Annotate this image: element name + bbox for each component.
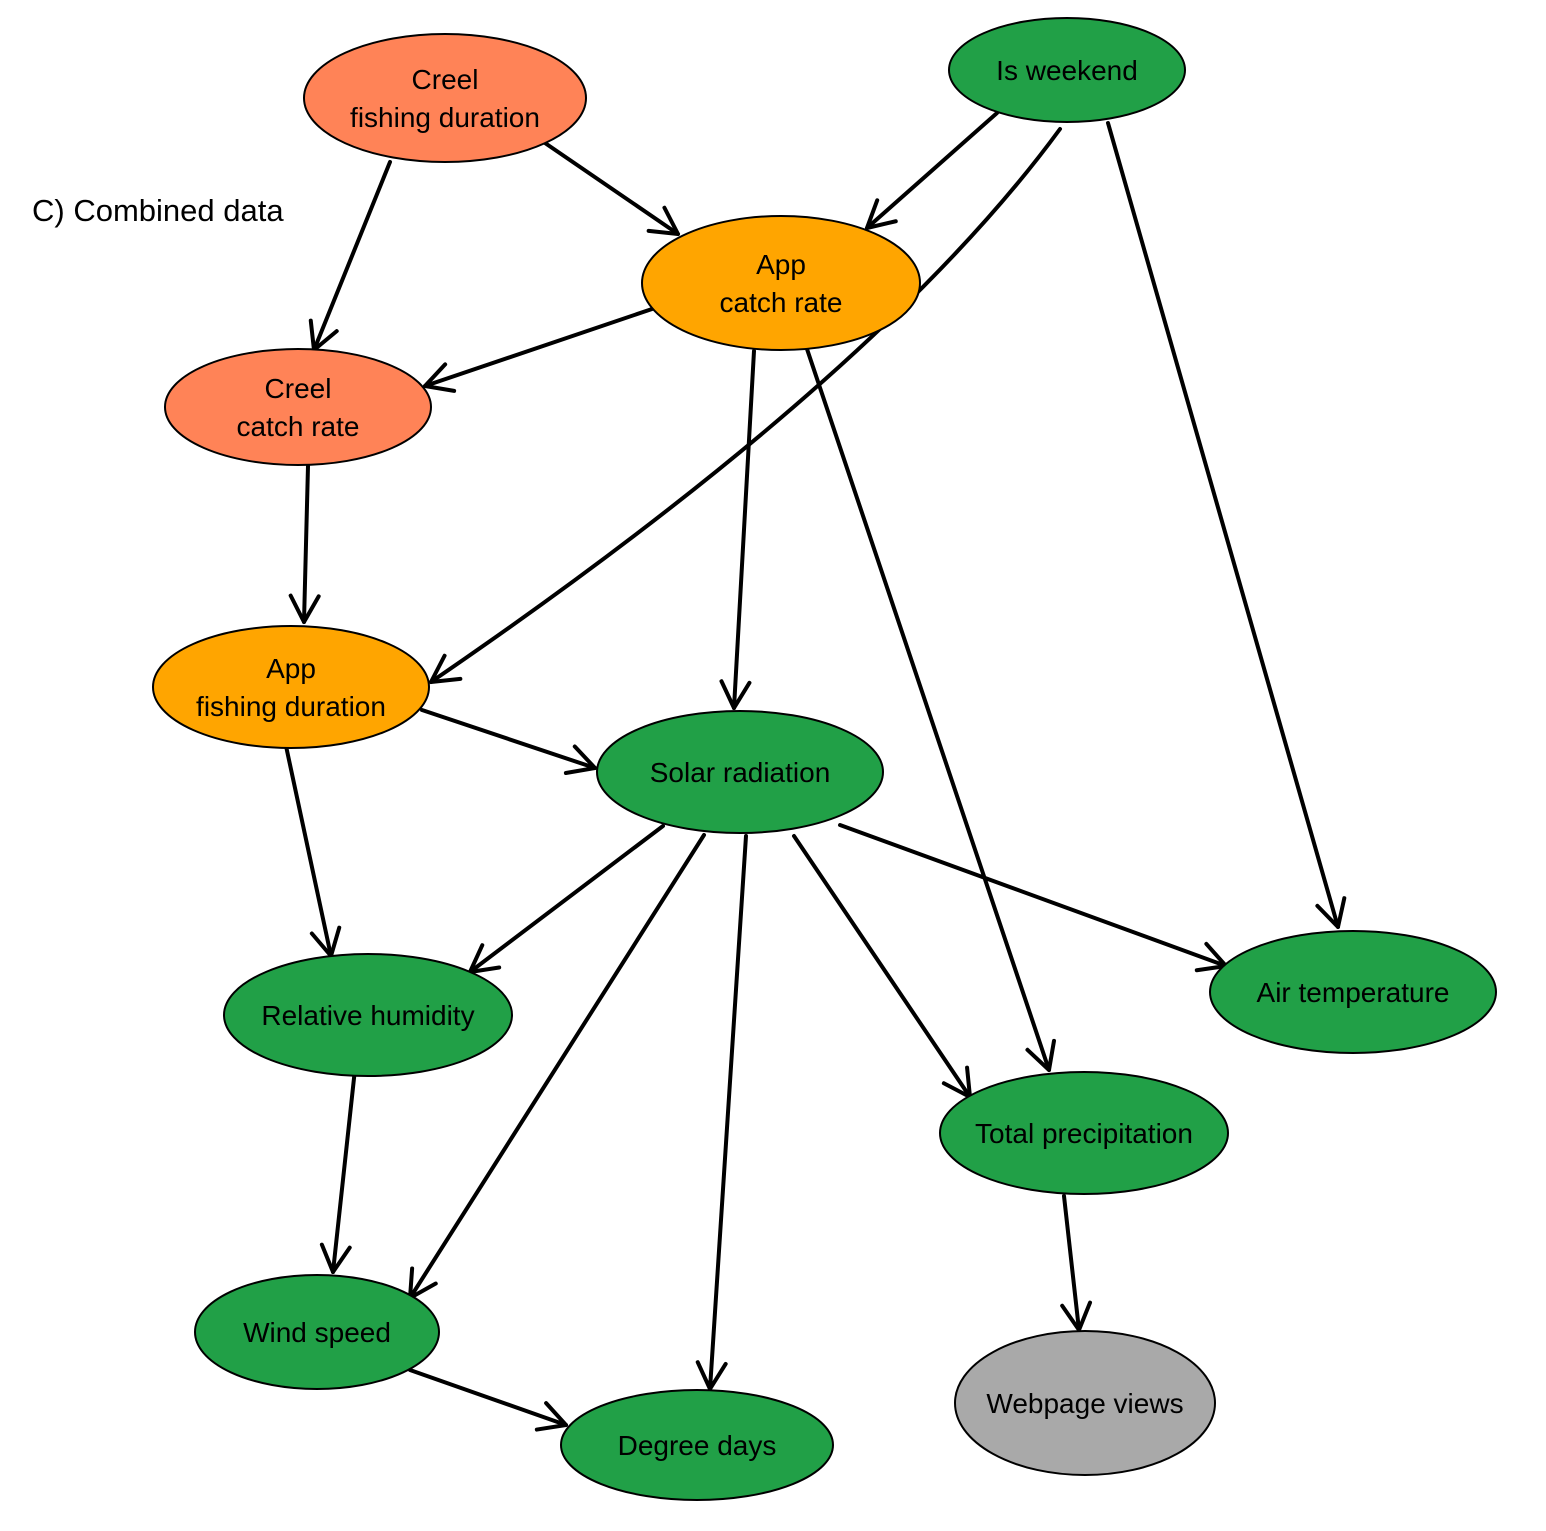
- edge-line: [302, 464, 310, 624]
- node-wind-speed: Wind speed: [194, 1274, 440, 1390]
- edge-line: [312, 160, 392, 352]
- edge-app-fishing-duration-to-solar-radiation: [420, 708, 597, 776]
- node-label: Degree days: [618, 1430, 777, 1461]
- edge-app-catch-rate-to-solar-radiation: [719, 349, 756, 710]
- arrowhead: [288, 593, 321, 624]
- node-relative-humidity: Relative humidity: [223, 953, 513, 1077]
- node-label: Total precipitation: [975, 1118, 1193, 1149]
- node-label: App: [266, 653, 316, 684]
- edge-solar-radiation-to-air-temperature: [838, 823, 1228, 973]
- edge-line: [331, 1067, 357, 1274]
- edge-line: [1062, 1194, 1081, 1332]
- edge-solar-radiation-to-total-precipitation: [792, 834, 972, 1099]
- node-ellipse: [194, 1274, 440, 1390]
- edge-line: [1106, 121, 1340, 929]
- node-label: Is weekend: [996, 55, 1138, 86]
- arrowhead: [319, 1242, 352, 1274]
- edge-app-catch-rate-to-creel-catch-rate: [423, 306, 657, 393]
- node-air-temperature: Air temperature: [1209, 930, 1497, 1054]
- node-is-weekend: Is weekend: [948, 17, 1186, 123]
- edge-is-weekend-to-app-catch-rate: [865, 111, 999, 230]
- edge-line: [865, 111, 999, 230]
- node-label: fishing duration: [350, 102, 540, 133]
- edge-total-precipitation-to-webpage-views: [1060, 1194, 1093, 1332]
- node-label: Air temperature: [1257, 977, 1450, 1008]
- edge-line: [804, 344, 1051, 1072]
- node-label: Solar radiation: [650, 757, 831, 788]
- edge-creel-fishing-duration-to-app-catch-rate: [543, 141, 680, 236]
- node-solar-radiation: Solar radiation: [596, 710, 884, 834]
- node-ellipse: [164, 348, 432, 466]
- arrowhead: [563, 744, 597, 776]
- arrowhead: [646, 205, 680, 236]
- edge-line: [543, 141, 680, 236]
- node-label: fishing duration: [196, 691, 386, 722]
- node-label: Wind speed: [243, 1317, 391, 1348]
- edge-wind-speed-to-degree-days: [408, 1368, 568, 1432]
- node-creel-fishing-duration: Creel fishing duration: [303, 33, 587, 163]
- node-app-fishing-duration: App fishing duration: [152, 625, 430, 749]
- edge-is-weekend-to-air-temperature: [1106, 121, 1347, 929]
- edge-app-fishing-duration-to-relative-humidity: [284, 744, 342, 958]
- edge-line: [792, 834, 972, 1099]
- edge-line: [708, 834, 748, 1391]
- node-ellipse: [954, 1330, 1216, 1476]
- edge-line: [408, 1368, 568, 1427]
- arrowhead: [1315, 896, 1347, 929]
- edge-line: [468, 824, 665, 974]
- node-degree-days: Degree days: [560, 1389, 834, 1501]
- node-total-precipitation: Total precipitation: [939, 1071, 1229, 1195]
- arrowhead: [429, 653, 463, 684]
- arrowhead: [1060, 1300, 1093, 1332]
- node-label: catch rate: [720, 287, 843, 318]
- node-creel-catch-rate: Creel catch rate: [164, 348, 432, 466]
- edge-relative-humidity-to-wind-speed: [319, 1067, 357, 1274]
- node-ellipse: [641, 215, 921, 351]
- node-label: App: [756, 249, 806, 280]
- arrowhead: [408, 1266, 438, 1300]
- edge-line: [420, 708, 597, 770]
- panel-label: C) Combined data: [32, 193, 284, 228]
- edge-line: [838, 823, 1228, 968]
- arrowhead: [695, 1360, 728, 1391]
- node-ellipse: [303, 33, 587, 163]
- edge-line: [732, 349, 756, 710]
- node-ellipse: [596, 710, 884, 834]
- node-ellipse: [152, 625, 430, 749]
- node-ellipse: [948, 17, 1186, 123]
- node-label: Relative humidity: [261, 1000, 474, 1031]
- edge-creel-catch-rate-to-app-fishing-duration: [288, 464, 321, 624]
- node-webpage-views: Webpage views: [954, 1330, 1216, 1476]
- node-app-catch-rate: App catch rate: [641, 215, 921, 351]
- edge-line: [408, 833, 706, 1300]
- edge-is-weekend-to-app-fishing-duration: [429, 127, 1062, 684]
- edge-solar-radiation-to-relative-humidity: [468, 824, 665, 974]
- edges-layer: [284, 111, 1347, 1432]
- arrowhead: [719, 679, 752, 710]
- arrowhead: [1025, 1038, 1056, 1072]
- edge-creel-fishing-duration-to-creel-catch-rate: [308, 160, 392, 352]
- edge-line: [429, 127, 1062, 684]
- edge-app-catch-rate-to-total-precipitation: [804, 344, 1056, 1072]
- arrowhead: [865, 198, 898, 230]
- edge-line: [284, 744, 333, 958]
- node-ellipse: [939, 1071, 1229, 1195]
- node-label: Creel: [265, 373, 332, 404]
- node-label: catch rate: [237, 411, 360, 442]
- node-ellipse: [560, 1389, 834, 1501]
- edge-line: [423, 306, 657, 388]
- node-ellipse: [1209, 930, 1497, 1054]
- arrowhead: [423, 362, 457, 393]
- node-ellipse: [223, 953, 513, 1077]
- node-label: Creel: [412, 64, 479, 95]
- node-label: Webpage views: [986, 1388, 1183, 1419]
- arrowhead: [534, 1401, 568, 1432]
- edge-solar-radiation-to-degree-days: [695, 834, 748, 1391]
